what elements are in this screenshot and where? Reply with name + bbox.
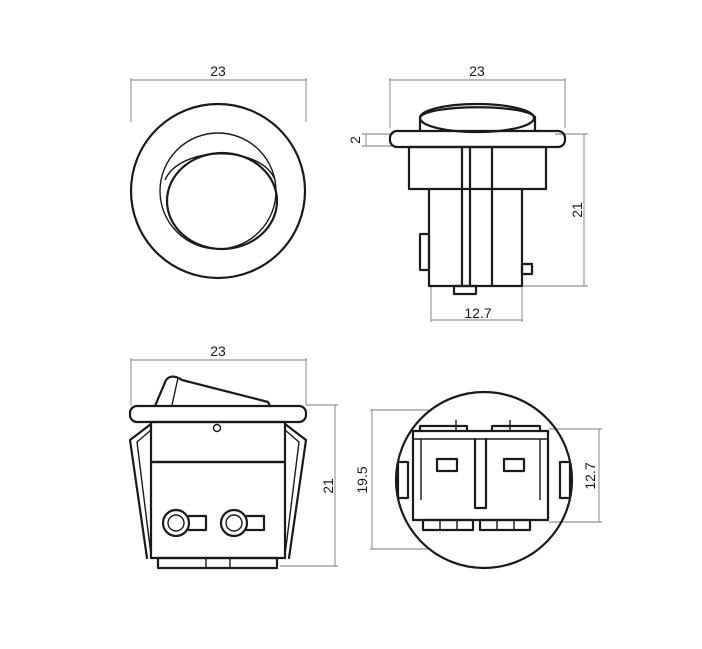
bottom-outer-ring [394, 390, 574, 570]
rocker-height-label: 21 [320, 478, 336, 494]
rocker-left-clip-inner [136, 429, 152, 556]
side-height-label: 21 [569, 202, 585, 218]
side-width-label: 23 [469, 63, 485, 79]
front-dimension-lines [130, 78, 307, 122]
front-outer-bezel [129, 102, 307, 280]
rocker-base [156, 556, 279, 570]
side-right-tab [520, 262, 534, 276]
bottom-foot-left [421, 518, 475, 532]
rocker-flange [128, 404, 308, 424]
rocker-actuator [153, 375, 272, 408]
side-left-tab [418, 232, 431, 272]
rocker-dimension-lines [130, 358, 338, 567]
side-base-label: 12.7 [464, 305, 491, 321]
bottom-center-separator [473, 437, 488, 510]
bottom-right-lug [558, 460, 572, 500]
side-dimension-lines [362, 78, 588, 322]
front-button-highlight [164, 153, 276, 181]
bottom-terminal-label: 12.7 [582, 462, 598, 489]
front-inner-ring [159, 132, 277, 250]
rocker-right-clip [283, 422, 308, 560]
bottom-housing [411, 429, 550, 522]
side-upper-body [407, 145, 548, 191]
bottom-left-lug [396, 460, 410, 500]
rocker-terminal-right [219, 508, 266, 538]
bottom-foot-right [478, 518, 532, 532]
side-bottom-pin [452, 284, 478, 296]
rocker-view: 23 21 [128, 343, 338, 570]
bottom-terminal-slot-left [435, 457, 459, 473]
side-button-cap [418, 106, 537, 132]
rocker-left-clip [128, 422, 153, 560]
bottom-height-label: 19.5 [354, 466, 370, 493]
front-view: 23 [129, 63, 307, 280]
front-width-label: 23 [210, 63, 226, 79]
bottom-dimension-lines [370, 409, 602, 550]
front-button-face [165, 151, 279, 251]
side-view: 23 2 21 12.7 [347, 63, 588, 322]
bottom-top-lip-left [418, 424, 469, 433]
bottom-terminal-slot-right [502, 457, 526, 473]
rocker-width-label: 23 [210, 343, 226, 359]
side-lower-body [427, 187, 524, 288]
side-flange [388, 129, 567, 149]
bottom-side-rails [420, 439, 541, 500]
side-flange-label: 2 [347, 136, 363, 144]
rocker-upper-body [149, 420, 287, 464]
bottom-view: 19.5 12.7 [354, 390, 602, 570]
rocker-terminal-left [161, 508, 208, 538]
rocker-right-clip-inner [284, 429, 300, 556]
rocker-indicator-dot [212, 423, 222, 433]
rocker-actuator-edge [171, 377, 179, 406]
bottom-top-lip-right [490, 424, 542, 433]
